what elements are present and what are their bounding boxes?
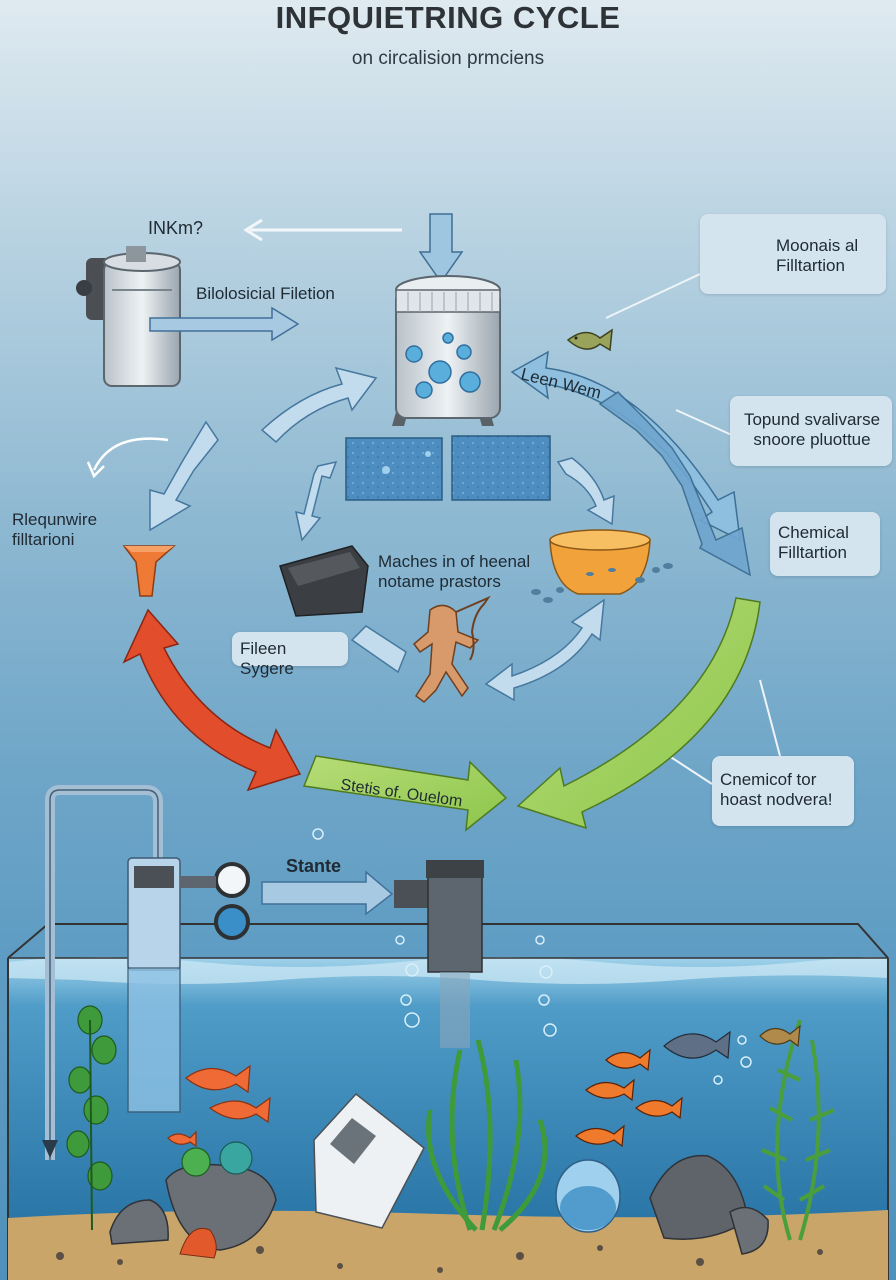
figure-icon [412, 595, 491, 703]
label-requnwire-line2: filltarioni [12, 530, 75, 549]
bubbles [312, 828, 752, 1085]
cycle-arrow-right-lower [598, 391, 751, 577]
label-inkm: INKm? [148, 218, 204, 238]
callout-moonais: Moonais al Filltartion [700, 214, 886, 294]
callout-topund: Topund svalivarse snoore pluottue [730, 396, 892, 466]
cycle-arrow-right-upper [510, 350, 741, 542]
cycle-arrow-lower-right [484, 598, 605, 702]
cycle-arrow-left-diag [149, 420, 219, 532]
callout-chemical: Chemical Filltartion [770, 512, 880, 576]
pump-icon [42, 785, 250, 1160]
label-maches-line2: notame prastors [378, 572, 501, 591]
cycle-arrow-inner-right [556, 457, 615, 526]
media-tray-icon [279, 545, 369, 617]
biological-arrow [149, 306, 300, 342]
label-biological-filtration: Bilolosicial Filetion [196, 284, 335, 303]
ceramic-media-icon [531, 529, 673, 603]
internal-filter-box [313, 1092, 425, 1229]
callout-topund-line1: Topund svalivarse [743, 410, 881, 429]
plant-center [426, 1039, 548, 1232]
callout-moonais-line1: Moonais al [776, 236, 859, 255]
plant-left [66, 1005, 117, 1231]
fish-clownfish [575, 1048, 683, 1148]
label-fileen-sygere: Fileen Sygere [232, 632, 348, 678]
fish-goldfish [167, 1064, 271, 1148]
hang-on-filter-icon [76, 246, 181, 387]
inlet-arrow-top [418, 213, 464, 284]
callout-cnemicof-line1: Cnemicof tor [720, 770, 817, 789]
jar-icon [555, 1159, 621, 1233]
label-maches-line1: Maches in of heenal [378, 552, 531, 571]
callout-cnemicof: Cnemicof tor hoast nodvera! [712, 756, 854, 826]
plant-right [761, 1019, 835, 1241]
return-arrow-red [122, 608, 302, 792]
page-title: INFQUIETRING CYCLE [275, 0, 621, 35]
callout-moonais-line2: Filltartion [776, 256, 845, 275]
thin-left-arrow [243, 218, 402, 242]
funnel-icon [122, 545, 176, 597]
outlet-pipe [394, 860, 484, 1048]
callout-cnemicof-line2: hoast nodvera! [720, 790, 833, 809]
stante-arrow [261, 870, 394, 916]
fish-grey [663, 1024, 801, 1060]
cycle-arrow-inner-left [295, 460, 338, 542]
green-arrow-bottom [302, 755, 508, 832]
curved-white-arrow [86, 437, 169, 479]
page-subtitle: on circalision prmciens [351, 48, 545, 69]
sponge-icon [345, 435, 551, 501]
coral-icon [179, 1141, 253, 1259]
callout-chemical-line2: Filltartion [778, 543, 847, 562]
fish-icon [566, 328, 613, 352]
green-arrow-right [516, 597, 761, 830]
cycle-arrow-upper-left [260, 366, 378, 444]
filter-canister-icon [392, 275, 501, 426]
label-stante: Stante [286, 856, 342, 876]
label-requnwire-line1: Rlequnwire [12, 510, 98, 529]
callout-chemical-line1: Chemical [778, 523, 849, 542]
label-requnwire: Rlequnwire filltarioni [12, 510, 97, 550]
callout-topund-line2: snoore pluottue [753, 430, 871, 449]
rocks [109, 1154, 769, 1255]
cycle-arrow-fileen [350, 625, 407, 674]
label-maches: Maches in of heenal notame prastors [378, 552, 530, 592]
